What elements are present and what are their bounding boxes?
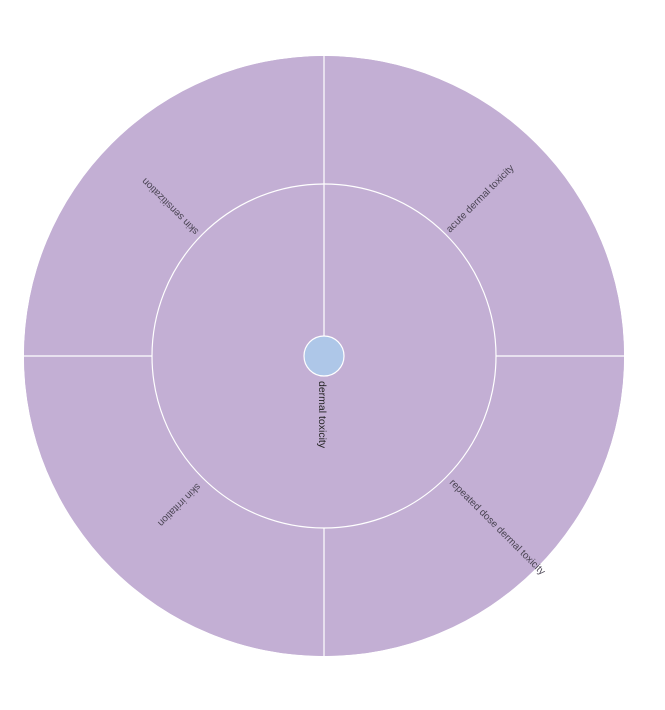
center-node[interactable] bbox=[303, 335, 345, 377]
center-label: dermal toxicity bbox=[316, 381, 328, 449]
